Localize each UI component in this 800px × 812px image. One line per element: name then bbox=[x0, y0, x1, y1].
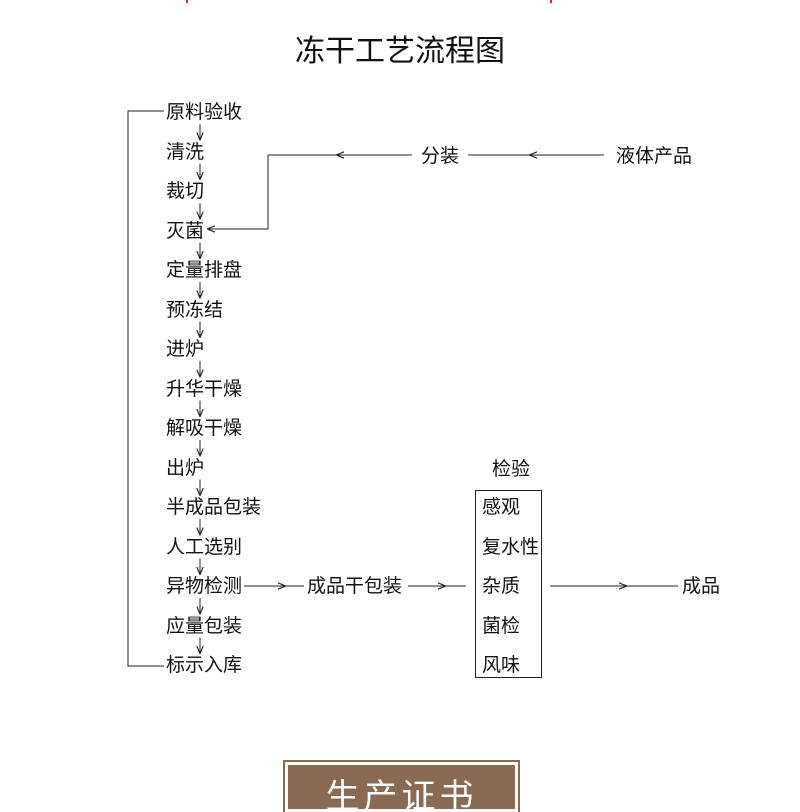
dry-pack-label: 成品干包装 bbox=[307, 575, 403, 597]
inspection-item: 复水性 bbox=[482, 535, 540, 558]
liquid-product-label: 液体产品 bbox=[616, 145, 693, 167]
process-step: 原料验收 bbox=[166, 101, 243, 123]
process-step: 异物检测 bbox=[166, 575, 243, 597]
process-step: 定量排盘 bbox=[166, 259, 243, 281]
process-step: 进炉 bbox=[166, 338, 205, 360]
branch-drop-line bbox=[210, 155, 269, 230]
inspection-item: 菌检 bbox=[482, 614, 521, 637]
certificate-banner: 生产证书 bbox=[283, 760, 520, 812]
final-product-label: 成品 bbox=[682, 575, 721, 597]
process-step: 出炉 bbox=[166, 456, 205, 479]
return-bracket-line bbox=[127, 110, 164, 667]
process-step: 灭菌 bbox=[166, 219, 205, 242]
process-step: 应量包装 bbox=[166, 614, 243, 637]
certificate-banner-text: 生产证书 bbox=[325, 777, 478, 812]
inspection-title: 检验 bbox=[492, 458, 531, 480]
process-step: 标示入库 bbox=[166, 654, 243, 676]
top-edge-mark-left bbox=[186, 0, 188, 3]
inspection-item: 感观 bbox=[482, 496, 521, 518]
process-step: 清洗 bbox=[166, 140, 205, 163]
inspection-item: 风味 bbox=[482, 654, 521, 676]
inspection-item: 杂质 bbox=[482, 575, 521, 597]
inspection-box bbox=[475, 490, 542, 678]
process-step: 半成品包装 bbox=[166, 496, 262, 518]
diagram-title: 冻干工艺流程图 bbox=[295, 34, 505, 69]
process-step: 预冻结 bbox=[166, 298, 224, 321]
process-step: 升华干燥 bbox=[166, 377, 243, 400]
split-label: 分装 bbox=[421, 145, 460, 167]
top-edge-mark-right bbox=[550, 0, 552, 3]
process-step: 人工选别 bbox=[166, 535, 243, 558]
process-step: 裁切 bbox=[166, 180, 205, 202]
process-step: 解吸干燥 bbox=[166, 417, 243, 439]
